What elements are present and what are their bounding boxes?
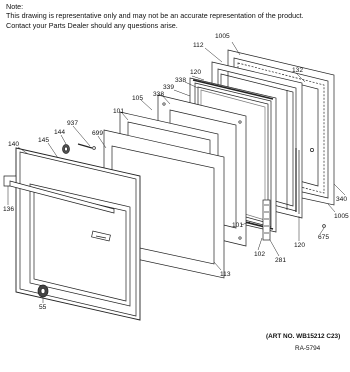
callout-132: 132 bbox=[292, 67, 304, 74]
callout-699: 699 bbox=[92, 130, 104, 137]
disclaimer-note: Note: This drawing is representative onl… bbox=[6, 2, 304, 30]
callout-105: 105 bbox=[132, 95, 144, 102]
callout-144: 144 bbox=[54, 129, 66, 136]
note-line-2: Contact your Parts Dealer should any que… bbox=[6, 20, 178, 30]
callout-55: 55 bbox=[39, 304, 47, 311]
callout-339: 339 bbox=[163, 84, 175, 91]
callout-140: 140 bbox=[8, 141, 20, 148]
callout-1005-top: 1005 bbox=[215, 33, 230, 40]
outer-door-panel-140 bbox=[3, 147, 141, 321]
callout-120-bottom: 120 bbox=[294, 242, 306, 249]
leader-lines bbox=[7, 41, 346, 303]
callout-1005-right: 1005 bbox=[334, 213, 349, 220]
callout-113: 113 bbox=[220, 271, 231, 278]
callout-136: 136 bbox=[3, 206, 15, 213]
callout-675: 675 bbox=[318, 234, 330, 241]
callout-101-right: 101 bbox=[232, 222, 244, 229]
callout-338-a: 338 bbox=[175, 77, 187, 84]
note-heading: Note: bbox=[6, 2, 24, 11]
callout-281: 281 bbox=[275, 257, 287, 264]
callout-340: 340 bbox=[336, 196, 348, 203]
callout-338-b: 338 bbox=[153, 91, 165, 98]
small-parts bbox=[37, 143, 326, 298]
callout-101-left: 101 bbox=[113, 108, 125, 115]
callout-120-top: 120 bbox=[190, 69, 202, 76]
callout-145: 145 bbox=[38, 137, 50, 144]
callout-102: 102 bbox=[254, 251, 266, 258]
art-number: (ART NO. WB15212 C23) bbox=[266, 333, 341, 340]
note-line-1: This drawing is representative only and … bbox=[6, 11, 304, 21]
callout-112: 112 bbox=[193, 42, 204, 49]
callout-937: 937 bbox=[67, 120, 79, 127]
ra-number: RA-5794 bbox=[295, 345, 321, 352]
